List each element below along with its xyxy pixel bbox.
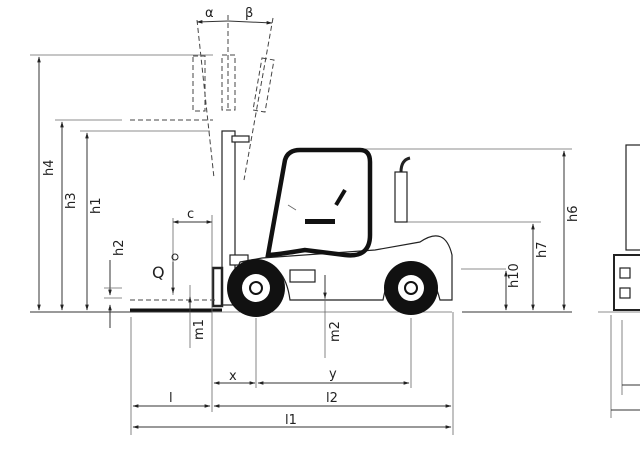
m2-label: m2: [328, 321, 343, 342]
front-wheel: [227, 259, 285, 317]
x-label: x: [229, 369, 237, 384]
load-center-point: [171, 253, 179, 261]
h7-label: h7: [535, 241, 550, 258]
l1-label: l1: [285, 413, 297, 428]
h3-label: h3: [64, 192, 79, 209]
l-label: l: [169, 391, 173, 406]
h2-label: h2: [112, 239, 127, 256]
beta-label: β: [245, 6, 253, 21]
m1-label: m1: [192, 319, 207, 340]
rear-wheel: [384, 261, 438, 315]
forks: [130, 299, 222, 312]
h1-label: h1: [89, 197, 104, 214]
h10-label: h10: [507, 263, 522, 288]
y-label: y: [329, 367, 337, 382]
alpha-label: α: [205, 6, 214, 21]
l2-label: l2: [326, 391, 338, 406]
front-view-partial: [598, 144, 640, 418]
c-label: c: [187, 207, 194, 222]
h6-label: h6: [566, 205, 581, 222]
h4-label: h4: [42, 159, 57, 176]
mast: [211, 130, 250, 308]
q-label: Q: [152, 263, 165, 282]
tilt-angle-lines: [192, 15, 275, 181]
